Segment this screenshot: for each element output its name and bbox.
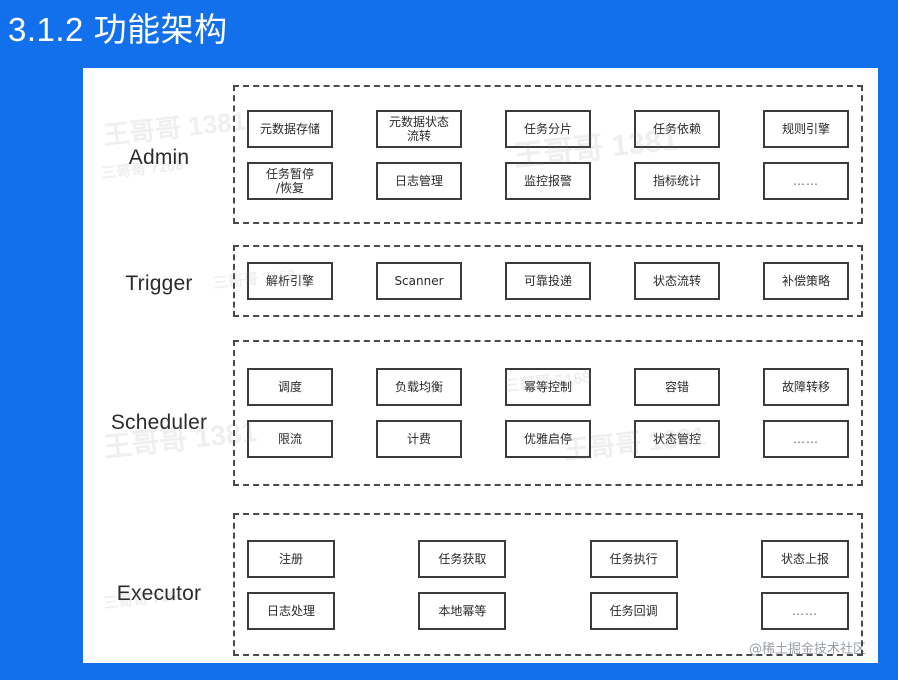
layer-group-admin: 元数据存储 元数据状态 流转 任务分片 任务依赖 规则引擎 任务暂停 /恢复 日… bbox=[233, 85, 863, 224]
node-box[interactable]: 本地幂等 bbox=[418, 591, 507, 630]
node-box[interactable]: 监控报警 bbox=[505, 161, 591, 200]
node-box[interactable]: 计费 bbox=[376, 420, 462, 458]
node-box[interactable]: Scanner bbox=[376, 262, 462, 300]
node-box[interactable]: 状态管控 bbox=[634, 420, 720, 458]
layer-group-executor: 注册 任务获取 任务执行 状态上报 日志处理 本地幂等 任务回调 …… bbox=[233, 513, 863, 656]
layer-label-admin: Admin bbox=[128, 146, 190, 169]
node-box-ellipsis[interactable]: …… bbox=[763, 161, 849, 200]
node-box-ellipsis[interactable]: …… bbox=[763, 420, 849, 458]
node-box[interactable]: 状态上报 bbox=[760, 539, 849, 578]
node-box[interactable]: 限流 bbox=[247, 420, 333, 458]
node-line: 元数据存储 元数据状态 流转 任务分片 任务依赖 规则引擎 bbox=[247, 109, 849, 148]
node-box[interactable]: 元数据状态 流转 bbox=[376, 109, 462, 148]
node-box[interactable]: 故障转移 bbox=[763, 368, 849, 406]
node-box[interactable]: 指标统计 bbox=[634, 161, 720, 200]
layer-group-scheduler: 调度 负载均衡 幂等控制 容错 故障转移 限流 计费 优雅启停 状态管控 …… bbox=[233, 340, 863, 486]
node-line: 任务暂停 /恢复 日志管理 监控报警 指标统计 …… bbox=[247, 161, 849, 200]
node-box[interactable]: 任务暂停 /恢复 bbox=[247, 161, 333, 200]
node-box[interactable]: 规则引擎 bbox=[763, 109, 849, 148]
node-box[interactable]: 任务获取 bbox=[418, 539, 507, 578]
layer-label-scheduler: Scheduler bbox=[110, 411, 208, 434]
page-title: 3.1.2 功能架构 bbox=[8, 11, 228, 48]
node-line: 限流 计费 优雅启停 状态管控 …… bbox=[247, 420, 849, 458]
layer-row-trigger: Trigger 解析引擎 Scanner 可靠投递 状态流转 补偿策略 bbox=[83, 228, 878, 328]
node-box[interactable]: 任务分片 bbox=[505, 109, 591, 148]
layer-row-executor: Executor 注册 任务获取 任务执行 状态上报 日志处理 本地幂等 任务回… bbox=[83, 513, 878, 663]
community-watermark: @稀土掘金技术社区 bbox=[748, 642, 866, 657]
layer-row-admin: Admin 元数据存储 元数据状态 流转 任务分片 任务依赖 规则引擎 任务暂停… bbox=[83, 68, 878, 228]
node-box[interactable]: 任务执行 bbox=[589, 539, 678, 578]
node-box[interactable]: 容错 bbox=[634, 368, 720, 406]
layer-label-executor: Executor bbox=[116, 582, 202, 605]
node-box[interactable]: 调度 bbox=[247, 368, 333, 406]
node-box-ellipsis[interactable]: …… bbox=[760, 591, 849, 630]
node-box[interactable]: 解析引擎 bbox=[247, 262, 333, 300]
layer-group-trigger: 解析引擎 Scanner 可靠投递 状态流转 补偿策略 bbox=[233, 245, 863, 317]
layer-row-scheduler: Scheduler 调度 负载均衡 幂等控制 容错 故障转移 限流 计费 优雅启… bbox=[83, 328, 878, 513]
node-box[interactable]: 日志处理 bbox=[247, 591, 335, 630]
node-line: 解析引擎 Scanner 可靠投递 状态流转 补偿策略 bbox=[247, 262, 849, 300]
node-box[interactable]: 优雅启停 bbox=[505, 420, 591, 458]
node-box[interactable]: 日志管理 bbox=[376, 161, 462, 200]
node-box[interactable]: 负载均衡 bbox=[376, 368, 462, 406]
node-box[interactable]: 可靠投递 bbox=[505, 262, 591, 300]
node-line: 日志处理 本地幂等 任务回调 …… bbox=[247, 591, 849, 630]
node-box[interactable]: 补偿策略 bbox=[763, 262, 849, 300]
node-box[interactable]: 任务回调 bbox=[589, 591, 678, 630]
node-box[interactable]: 幂等控制 bbox=[505, 368, 591, 406]
layer-label-trigger: Trigger bbox=[125, 272, 193, 295]
node-box[interactable]: 状态流转 bbox=[634, 262, 720, 300]
node-line: 调度 负载均衡 幂等控制 容错 故障转移 bbox=[247, 368, 849, 406]
node-line: 注册 任务获取 任务执行 状态上报 bbox=[247, 539, 849, 578]
architecture-diagram-card: Admin 元数据存储 元数据状态 流转 任务分片 任务依赖 规则引擎 任务暂停… bbox=[83, 68, 878, 663]
node-box[interactable]: 注册 bbox=[247, 539, 335, 578]
node-box[interactable]: 任务依赖 bbox=[634, 109, 720, 148]
node-box[interactable]: 元数据存储 bbox=[247, 109, 333, 148]
